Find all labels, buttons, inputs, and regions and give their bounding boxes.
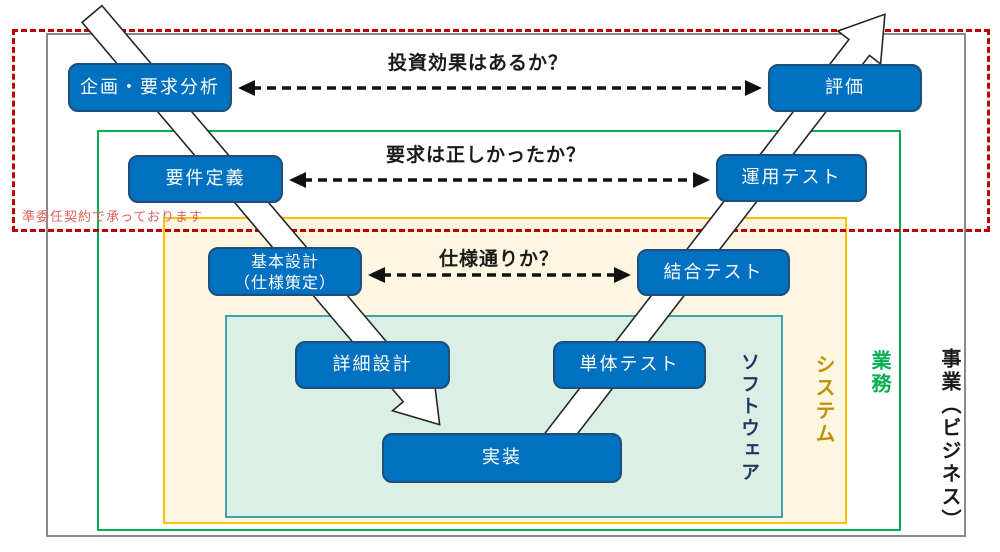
- contract-scope-dashed-frame: [12, 29, 990, 232]
- scope-label-system: システム: [812, 354, 836, 446]
- scope-label-business: 事業（ビジネス）: [938, 348, 962, 532]
- stage-requirements: 要件定義: [128, 155, 283, 203]
- stage-implementation: 実装: [382, 433, 622, 483]
- stage-planning: 企画・要求分析: [68, 63, 232, 112]
- stage-evaluation: 評価: [768, 64, 922, 112]
- stage-integration-test: 結合テスト: [637, 249, 790, 296]
- contract-note: 準委任契約で承っております: [22, 210, 203, 225]
- scope-label-software: ソフトウェア: [738, 352, 760, 484]
- stage-operation-test: 運用テスト: [716, 154, 867, 202]
- business-scope-frame: [46, 33, 966, 537]
- stage-basic-design: 基本設計 （仕様策定）: [208, 247, 362, 296]
- question-requirements-correct: 要求は正しかったか？: [385, 144, 587, 166]
- question-investment-effect: 投資効果はあるか？: [387, 52, 569, 74]
- question-as-specified: 仕様通りか？: [438, 248, 560, 270]
- stage-detailed-design: 詳細設計: [295, 341, 450, 389]
- stage-unit-test: 単体テスト: [553, 341, 706, 389]
- scope-label-operations: 業務: [868, 350, 892, 396]
